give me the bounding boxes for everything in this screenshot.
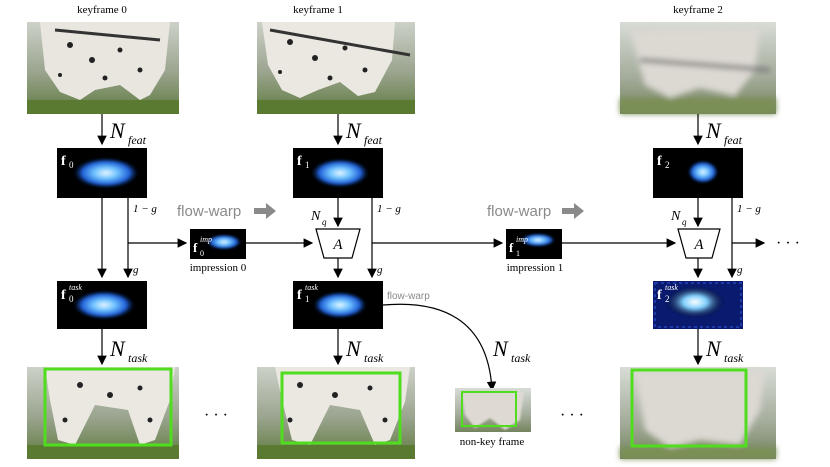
svg-text:task: task [364,351,384,365]
svg-text:1: 1 [305,160,310,170]
svg-text:task: task [305,283,318,292]
svg-text:f: f [297,288,302,303]
svg-text:task: task [724,351,744,365]
g-label-1: g [377,264,383,276]
aggregator-1: A [315,228,361,259]
svg-text:flow-warp: flow-warp [487,203,551,220]
one-minus-g-label-0: 1 − g [133,203,157,215]
flow-warp-arrow-1: flow-warp [487,203,584,220]
svg-text:feat: feat [364,133,383,147]
feature-map-1: f 1 [293,148,383,198]
svg-text:0: 0 [69,294,74,304]
keyframe-title-1: keyframe 1 [293,4,343,16]
impression-0-label: impression 0 [190,262,247,274]
svg-text:0: 0 [200,249,204,258]
flow-warp-curve: flow-warp [382,291,497,392]
keyframe-title-2: keyframe 2 [673,4,723,16]
one-minus-g-label-2: 1 − g [737,203,761,215]
svg-text:f: f [657,288,662,303]
ntask-label-2: N task [705,336,744,365]
svg-text:A: A [332,237,343,253]
svg-text:0: 0 [69,160,74,170]
svg-text:N: N [670,209,681,224]
keyframe-image-0 [27,22,179,114]
svg-text:imp: imp [200,235,212,244]
result-image-2 [620,367,776,459]
svg-text:task: task [511,351,531,365]
svg-text:f: f [193,240,198,255]
feature-map-2: f 2 [653,148,743,198]
svg-text:N: N [345,336,362,361]
svg-text:f: f [657,154,662,169]
svg-text:flow-warp: flow-warp [177,203,241,220]
nq-label-2: N q [670,209,687,227]
keyframe-title-0: keyframe 0 [77,4,127,16]
svg-text:N: N [705,336,722,361]
svg-text:N: N [310,209,321,224]
keyframe-image-1 [257,22,415,114]
svg-text:f: f [509,240,514,255]
ntask-label-nonkey: N task [492,336,531,365]
svg-text:task: task [665,283,678,292]
svg-text:task: task [69,283,82,292]
svg-text:imp: imp [516,235,528,244]
nfeat-label-0: N feat [109,118,147,147]
task-feature-map-1: f 1 task [293,281,383,329]
impression-map-0: f 0 imp [190,229,246,259]
svg-text:N: N [345,118,362,143]
kf2-wires [693,198,766,279]
non-key-frame-image [455,388,531,432]
result-image-1 [257,367,415,459]
impression-map-1: f 1 imp [506,229,562,259]
g-label-2: g [737,264,743,276]
ntask-label-0: N task [109,336,148,365]
detection-box-2 [630,368,748,448]
svg-text:1: 1 [305,294,310,304]
nfeat-label-2: N feat [705,118,743,147]
svg-text:1: 1 [516,249,520,258]
detection-box-nonkey [461,391,517,427]
keyframe-image-2 [620,22,776,114]
svg-text:2: 2 [665,294,670,304]
feature-map-0: f 0 [57,148,147,198]
svg-text:2: 2 [665,160,670,170]
svg-text:N: N [705,118,722,143]
ellipsis-bottom-left: · · · [204,407,228,424]
nfeat-label-1: N feat [345,118,383,147]
non-key-frame-label: non-key frame [460,436,525,448]
result-image-0 [27,367,179,459]
svg-text:N: N [109,336,126,361]
svg-text:f: f [297,154,302,169]
svg-text:task: task [128,351,148,365]
ellipsis-bottom-mid: · · · [560,407,584,424]
task-feature-map-0: f 0 task [57,281,147,329]
svg-text:f: f [61,288,66,303]
impression-1-label: impression 1 [507,262,564,274]
aggregator-2: A [677,228,721,259]
svg-text:feat: feat [724,133,743,147]
flow-warp-arrow-0: flow-warp [177,203,276,220]
ntask-label-1: N task [345,336,384,365]
svg-text:feat: feat [128,133,147,147]
one-minus-g-label-1: 1 − g [377,203,401,215]
task-feature-map-2: f 2 task [653,281,743,329]
detection-box-1 [280,371,402,445]
svg-text:q: q [682,217,687,227]
svg-text:q: q [322,217,327,227]
svg-text:flow-warp: flow-warp [387,291,430,302]
kf0-wires [97,198,188,279]
g-label-0: g [133,264,139,276]
svg-text:N: N [109,118,126,143]
svg-text:A: A [693,237,704,253]
detection-box-0 [43,367,173,447]
ellipsis-right: · · · [776,235,800,252]
nq-label-1: N q [310,209,327,227]
svg-text:N: N [492,336,509,361]
kf1-wires [333,198,504,279]
svg-text:f: f [61,154,66,169]
